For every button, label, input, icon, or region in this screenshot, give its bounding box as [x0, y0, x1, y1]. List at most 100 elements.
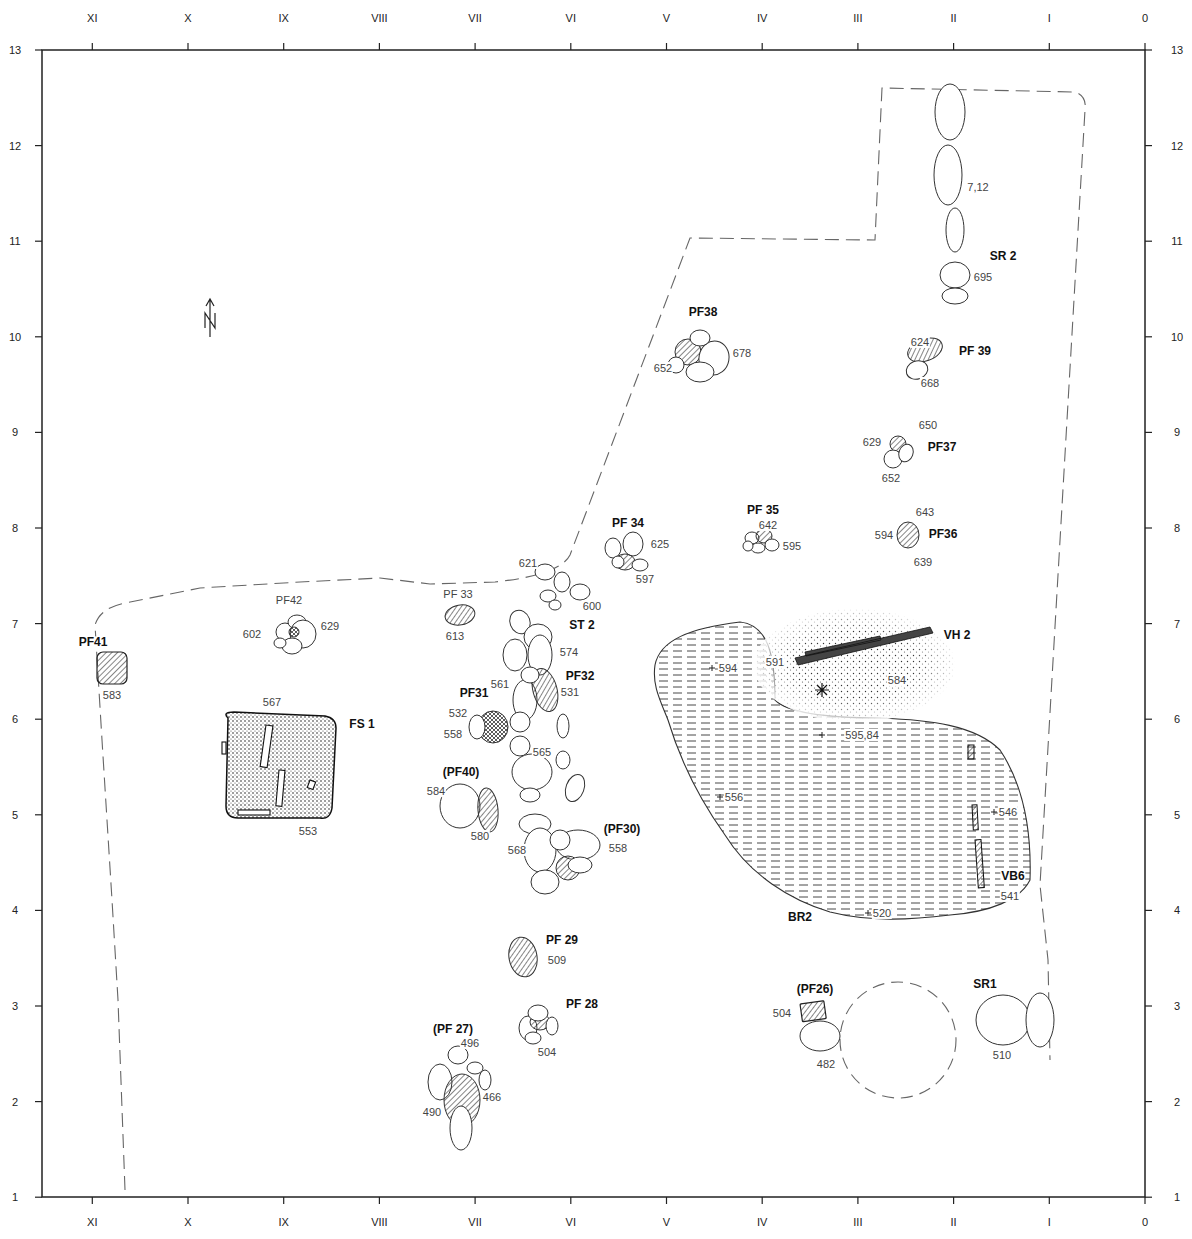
stone: [942, 288, 968, 304]
grid-tick: [1145, 527, 1152, 528]
grid-label: 5: [1173, 809, 1181, 821]
stone: [557, 714, 569, 738]
grid-tick: [35, 719, 42, 720]
grid-tick: [762, 1197, 763, 1204]
level-number: 652: [653, 362, 673, 374]
level-mark: [865, 910, 871, 916]
grid-tick: [1145, 1005, 1152, 1006]
stone: [550, 830, 570, 850]
grid-tick: [1144, 1197, 1145, 1204]
feature-label: PF32: [565, 670, 596, 683]
feature-label: PF 28: [565, 998, 599, 1011]
grid-label: 4: [1173, 904, 1181, 916]
grid-tick: [35, 623, 42, 624]
grid-label: 5: [11, 809, 19, 821]
grid-label: 1: [1173, 1191, 1181, 1203]
level-number: 625: [650, 538, 670, 550]
feature-label: (PF 27): [432, 1023, 474, 1036]
level-number: 490: [422, 1106, 442, 1118]
stone: [800, 1021, 840, 1051]
grid-label: III: [852, 1216, 863, 1228]
charcoal-piece: [276, 770, 285, 806]
excavation-boundary: [95, 88, 1085, 1190]
grid-label: I: [1047, 12, 1052, 24]
level-number: 643: [915, 506, 935, 518]
grid-label: 4: [11, 904, 19, 916]
level-number: 580: [470, 830, 490, 842]
grid-label: VI: [565, 1216, 577, 1228]
pit-outline: [840, 982, 956, 1098]
level-number: 678: [732, 347, 752, 359]
hearth-vh2: [755, 609, 955, 721]
fireplace-fs1: [226, 712, 336, 818]
feature-label: PF36: [928, 528, 959, 541]
stone: [570, 584, 590, 600]
stone: [1026, 993, 1054, 1047]
grid-tick: [1145, 910, 1152, 911]
grid-tick: [187, 1197, 188, 1204]
grid-tick: [1145, 814, 1152, 815]
grid-tick: [1049, 1197, 1050, 1204]
level-number: 595,84: [844, 729, 880, 741]
level-number: 558: [443, 728, 463, 740]
stone: [521, 667, 539, 683]
grid-tick: [1145, 145, 1152, 146]
grid-label: III: [852, 12, 863, 24]
level-mark: [991, 809, 997, 815]
grid-label: 7: [11, 618, 19, 630]
stone: [556, 751, 570, 769]
level-number: 584: [887, 674, 907, 686]
grid-label: 11: [1170, 235, 1183, 247]
grid-label: 2: [1173, 1096, 1181, 1108]
stone: [976, 995, 1030, 1045]
grid-tick: [475, 1197, 476, 1204]
grid-tick: [1145, 719, 1152, 720]
posthole-fill: [97, 652, 127, 684]
grid-label: 0: [1141, 1216, 1149, 1228]
grid-label: 1: [11, 1191, 19, 1203]
level-number: 584: [426, 785, 446, 797]
grid-tick: [570, 43, 571, 50]
grid-label: 11: [8, 235, 21, 247]
grid-tick: [283, 1197, 284, 1204]
level-number: 613: [445, 630, 465, 642]
stone: [469, 715, 485, 739]
stone: [904, 334, 945, 367]
feature-label: PF41: [78, 636, 109, 649]
level-number: 629: [862, 436, 882, 448]
grid-label: V: [662, 1216, 671, 1228]
stone: [525, 1032, 541, 1044]
level-number: 652: [881, 472, 901, 484]
grid-label: 13: [1170, 44, 1184, 56]
feature-label: PF 34: [611, 517, 645, 530]
stone: [612, 556, 624, 568]
grid-label: VII: [467, 12, 482, 24]
grid-tick: [1145, 432, 1152, 433]
stone: [512, 754, 552, 790]
grid-label: 2: [11, 1096, 19, 1108]
grid-tick: [35, 336, 42, 337]
feature-label: FS 1: [348, 718, 375, 731]
feature-label: SR 2: [989, 250, 1018, 263]
posthole-fill: [800, 1001, 826, 1022]
level-number: 642: [758, 519, 778, 531]
stone: [940, 262, 970, 288]
grid-label: VIII: [370, 12, 389, 24]
stone: [765, 539, 779, 551]
grid-tick: [1145, 336, 1152, 337]
feature-label: (PF40): [442, 766, 481, 779]
stone: [562, 772, 588, 804]
stone: [289, 627, 299, 637]
stone: [528, 1005, 548, 1021]
level-number: 639: [913, 556, 933, 568]
level-number: 668: [920, 377, 940, 389]
grid-tick: [92, 1197, 93, 1204]
grid-tick: [1144, 43, 1145, 50]
level-number: 595: [782, 540, 802, 552]
level-number: 558: [608, 842, 628, 854]
grid-label: VIII: [370, 1216, 389, 1228]
grid-label: 8: [11, 522, 19, 534]
grid-tick: [857, 43, 858, 50]
grid-tick: [953, 1197, 954, 1204]
find-mark: [815, 683, 829, 697]
